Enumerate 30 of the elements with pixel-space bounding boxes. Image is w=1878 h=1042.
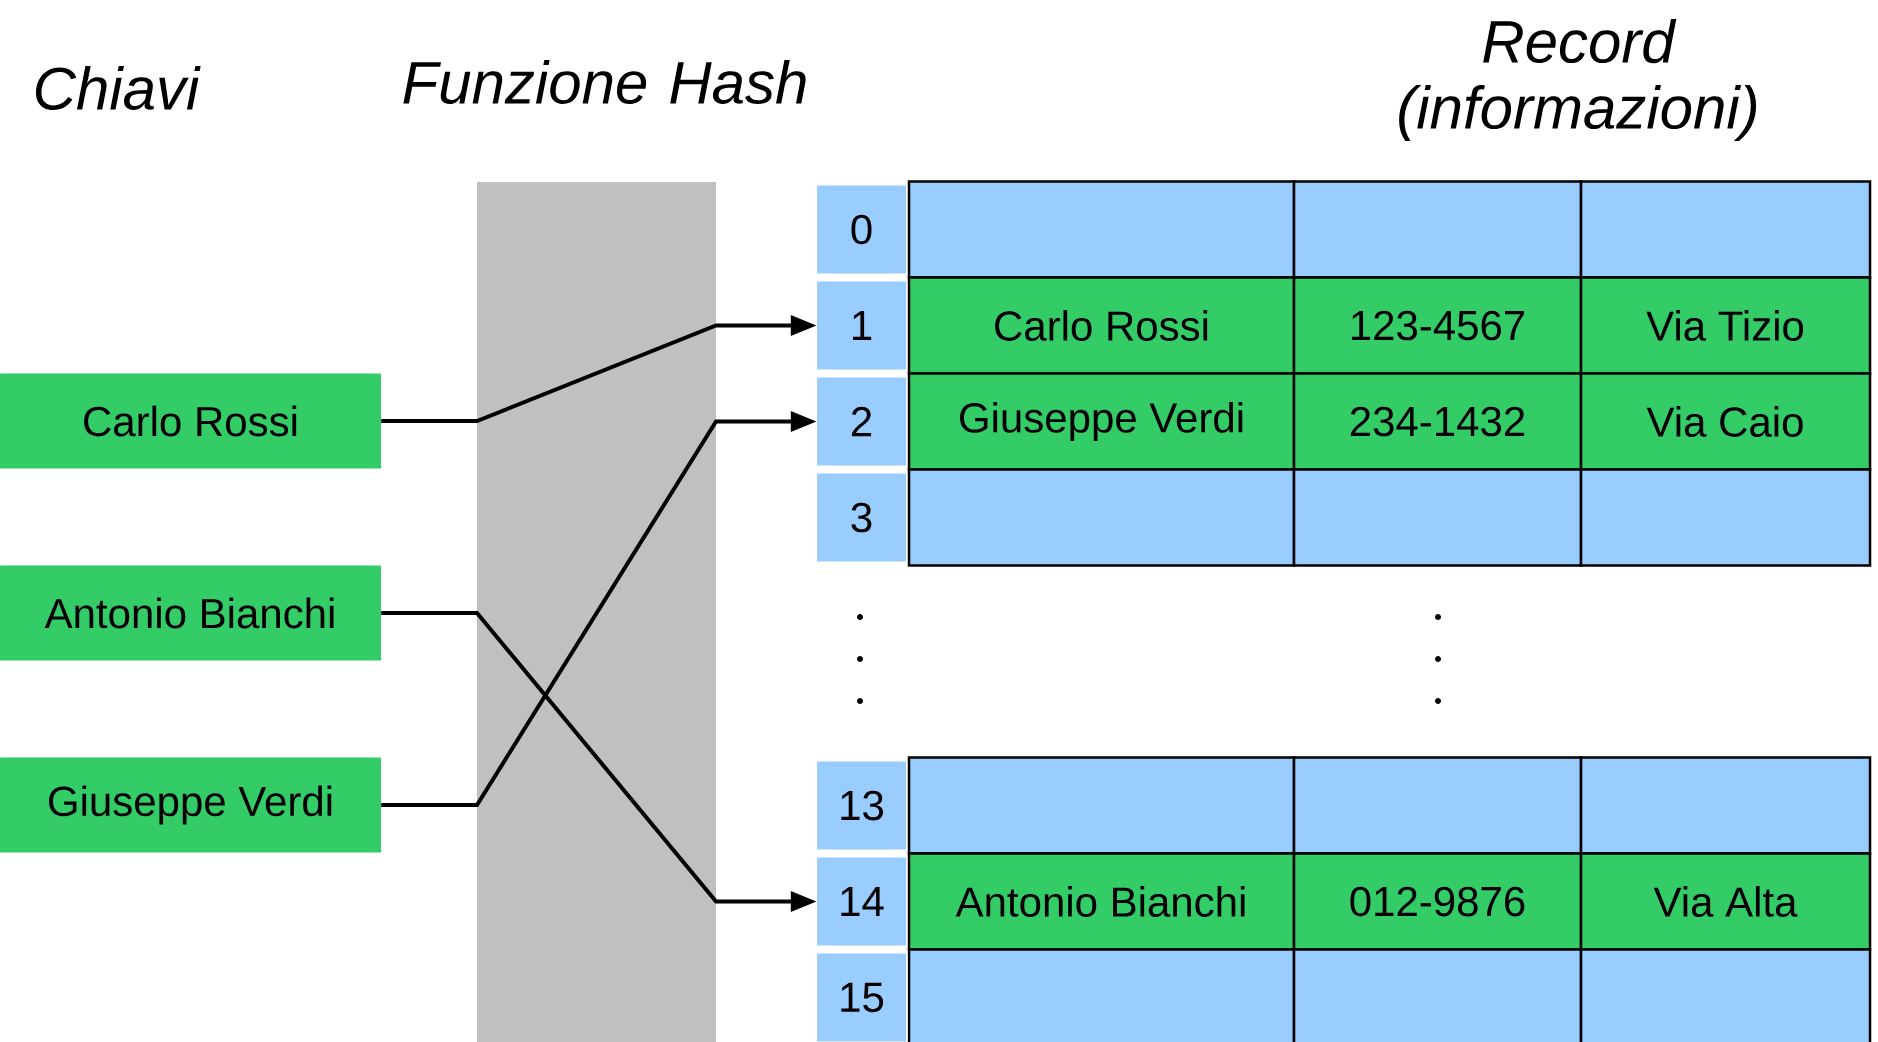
index-cell: 2 bbox=[817, 377, 906, 466]
record-cell bbox=[1579, 756, 1872, 855]
key-box: Antonio Bianchi bbox=[0, 565, 381, 661]
record-cell bbox=[1292, 948, 1583, 1042]
index-cell: 15 bbox=[817, 953, 906, 1042]
record-cell: Antonio Bianchi bbox=[907, 852, 1296, 951]
record-cell: Via Caio bbox=[1579, 372, 1872, 471]
key-box: Carlo Rossi bbox=[0, 373, 381, 469]
record-cell bbox=[1579, 180, 1872, 279]
index-cell: 14 bbox=[817, 857, 906, 946]
record-cell: 234-1432 bbox=[1292, 372, 1583, 471]
record-cell: 123-4567 bbox=[1292, 276, 1583, 375]
index-cell: 13 bbox=[817, 761, 906, 850]
record-cell bbox=[1579, 948, 1872, 1042]
index-cell: 1 bbox=[817, 281, 906, 370]
heading: Chiavi bbox=[35, 65, 201, 111]
record-cell: Via Alta bbox=[1579, 852, 1872, 951]
record-cell: Carlo Rossi bbox=[907, 276, 1296, 375]
heading: Record (informazioni) bbox=[1399, 19, 1757, 141]
record-cell bbox=[1292, 468, 1583, 567]
record-cell bbox=[1579, 468, 1872, 567]
index-cell: 0 bbox=[817, 185, 906, 274]
heading: Funzione Hash bbox=[403, 59, 806, 105]
record-cell bbox=[1292, 180, 1583, 279]
record-cell bbox=[1292, 756, 1583, 855]
record-cell: Via Tizio bbox=[1579, 276, 1872, 375]
record-cell: Giuseppe Verdi bbox=[907, 372, 1296, 471]
record-cell: 012-9876 bbox=[1292, 852, 1583, 951]
index-cell: 3 bbox=[817, 473, 906, 562]
key-box: Giuseppe Verdi bbox=[0, 757, 381, 853]
